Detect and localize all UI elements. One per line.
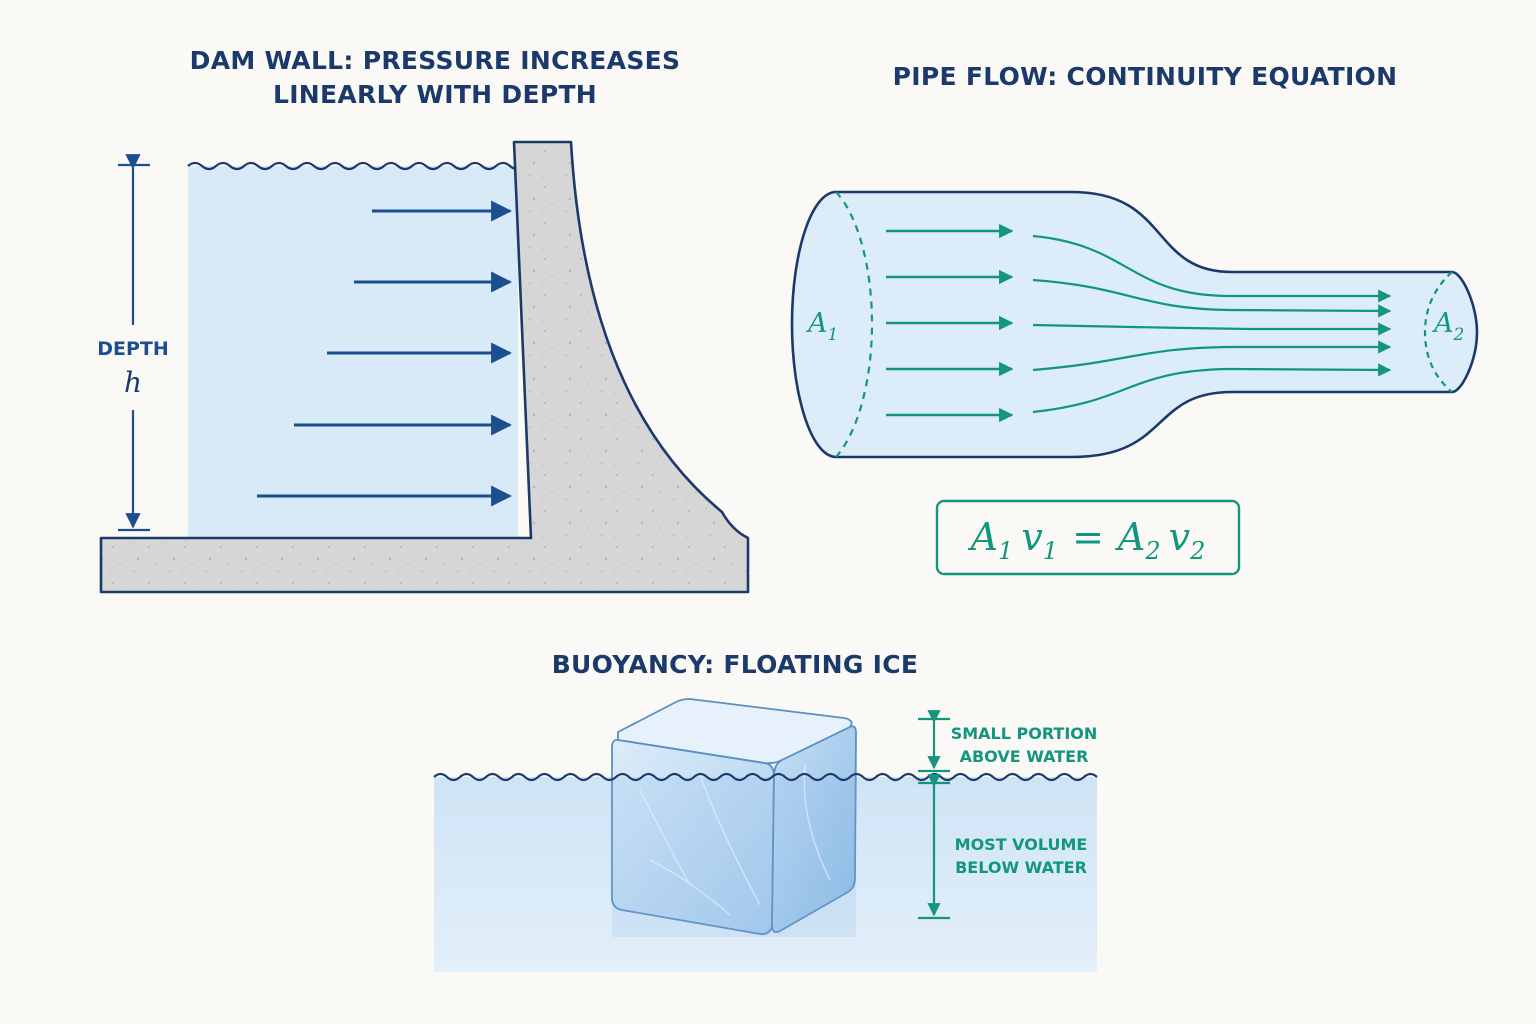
- reservoir-surface-wave: [187, 161, 525, 171]
- streamline: [1032, 363, 1392, 414]
- depth-label: DEPTH: [97, 338, 169, 360]
- area-1-label: A1: [805, 308, 838, 345]
- depth-dimension: [118, 154, 150, 532]
- ice-side-face: [771, 725, 857, 934]
- streamline: [1032, 340, 1392, 372]
- buoyancy-diagram: SMALL PORTION ABOVE WATER MOST VOLUME BE…: [433, 698, 1098, 972]
- dam-diagram: DEPTH h: [97, 140, 750, 594]
- area-2-label: A2: [1431, 308, 1464, 345]
- equation-box: [935, 499, 1241, 576]
- below-water-dimension: [918, 774, 950, 920]
- buoyancy-title: BUOYANCY: FLOATING ICE: [551, 650, 919, 679]
- dam-title: DAM WALL: PRESSURE INCREASES LINEARLY WI…: [189, 46, 681, 109]
- streamline: [1032, 234, 1392, 303]
- dam-wall: [99, 140, 750, 594]
- pipe-body: [790, 190, 1479, 459]
- depth-symbol: h: [124, 366, 142, 399]
- sea-surface-wave: [433, 772, 1098, 782]
- ice-front-face: [611, 739, 775, 935]
- below-water-label-line2: BELOW WATER: [955, 858, 1087, 877]
- pipe-title: PIPE FLOW: CONTINUITY EQUATION: [892, 62, 1398, 91]
- streamline: [1032, 278, 1392, 318]
- above-water-dimension: [918, 710, 950, 773]
- above-water-label-line2: ABOVE WATER: [960, 747, 1089, 766]
- outlet-cross-section: [1423, 271, 1453, 393]
- ice-top-face: [617, 698, 853, 765]
- below-water-label-line1: MOST VOLUME: [955, 835, 1088, 854]
- ice-cube: [611, 698, 857, 937]
- streamline: [1032, 322, 1392, 336]
- above-water-label-line1: SMALL PORTION: [951, 724, 1098, 743]
